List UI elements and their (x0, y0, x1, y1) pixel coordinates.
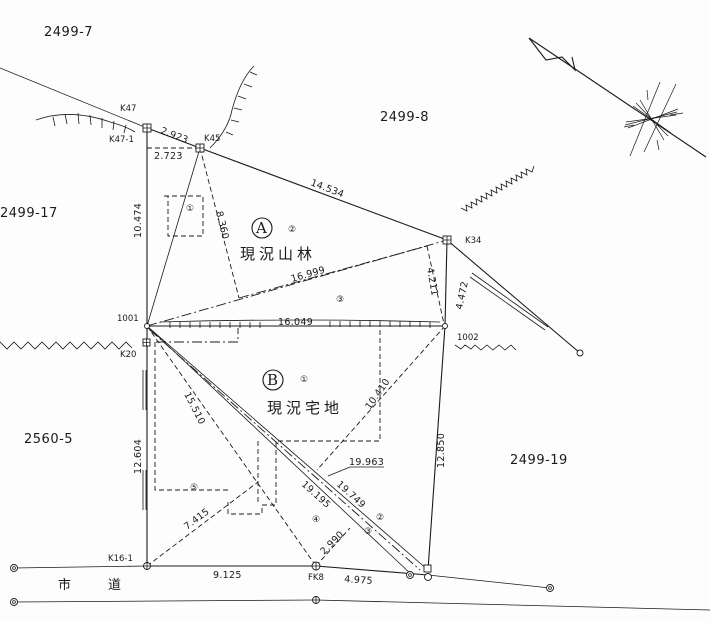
area-b-letter: B (267, 371, 278, 389)
survey-markers (10, 123, 554, 606)
dim-10474: 10.474 (133, 203, 144, 238)
boundary-k45-k34 (199, 147, 448, 241)
dim-16999: 16.999 (290, 265, 327, 285)
area-b-sub: ① (300, 375, 308, 385)
boundary-line-k47 (0, 67, 148, 129)
parcel-2499-17: 2499-17 (0, 206, 58, 221)
point-label-1001: 1001 (117, 314, 139, 324)
area-a-circle (251, 217, 273, 239)
boundary-1002-south (427, 325, 446, 571)
dim-2923: 2.923 (159, 126, 190, 147)
area-a-label: A ② 現況山林 (240, 217, 316, 263)
section-mark-3-upper: ③ (336, 295, 344, 305)
leader-19963 (327, 466, 384, 477)
area-a-label-text: 現況山林 (240, 245, 316, 263)
area-a-sub: ② (288, 225, 296, 235)
dim-7415: 7.415 (182, 506, 212, 532)
slope-hatching (0, 65, 535, 510)
dim-12850: 12.850 (436, 433, 447, 468)
ridge-line (469, 276, 546, 331)
section-mark-4: ④ (312, 515, 320, 525)
marker-east (576, 349, 584, 357)
section-mark-5: ⑤ (190, 483, 198, 493)
dim-4211: 4.211 (424, 267, 440, 297)
dim-15510: 15.510 (181, 390, 207, 426)
boundary-k47-k45 (146, 127, 201, 149)
point-label-k47-1: K47-1 (109, 135, 134, 145)
section-mark-2: ② (376, 513, 384, 523)
area-b-label: B ① 現況宅地 (262, 369, 343, 417)
dim-4472: 4.472 (454, 280, 471, 310)
dim-2990: 2.990 (318, 529, 346, 557)
dim-19963: 19.963 (349, 457, 384, 468)
area-a-letter: A (255, 219, 267, 237)
north-arrow-icon (528, 37, 707, 158)
parcel-2499-7: 2499-7 (44, 25, 93, 40)
point-label-1002: 1002 (457, 333, 479, 343)
dim-14534: 14.534 (309, 178, 346, 201)
parcel-2499-8: 2499-8 (380, 110, 429, 125)
dim-8360: 8.360 (213, 210, 231, 241)
point-label-k47: K47 (120, 104, 136, 114)
dim-10410: 10.410 (363, 377, 392, 412)
dim-2723: 2.723 (154, 151, 183, 162)
dim-19195: 19.195 (299, 479, 332, 511)
boundary-k34-east (446, 239, 581, 354)
area-b-label-text: 現況宅地 (267, 399, 343, 417)
section-mark-3-lower: ③ (364, 527, 372, 537)
dim-4975: 4.975 (344, 574, 373, 587)
dim-16049: 16.049 (278, 317, 313, 328)
road-label: 市 道 (58, 577, 133, 593)
area-b-circle (262, 369, 284, 391)
point-label-k20: K20 (120, 350, 136, 360)
parcel-2560-5: 2560-5 (24, 432, 73, 447)
point-label-k45: K45 (204, 134, 220, 144)
parcel-2499-19: 2499-19 (510, 453, 568, 468)
point-label-k34: K34 (465, 236, 481, 246)
point-label-fk8: FK8 (308, 573, 324, 583)
point-label-k16-1: K16-1 (108, 554, 133, 564)
dim-12604: 12.604 (133, 439, 144, 474)
section-mark-1: ① (186, 204, 194, 214)
boundary-k34-1002 (444, 239, 448, 327)
dim-9125: 9.125 (213, 570, 242, 581)
